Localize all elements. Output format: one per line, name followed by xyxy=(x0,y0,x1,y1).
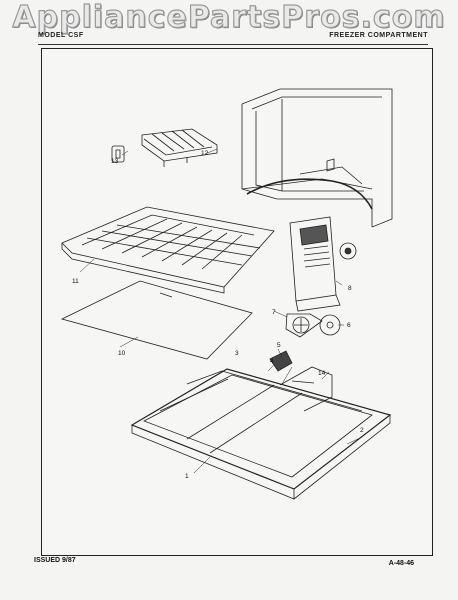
callout-13: 13 xyxy=(111,158,119,165)
cover-panel-illustration xyxy=(60,280,253,360)
freezer-liner-illustration xyxy=(130,366,392,500)
callout-1: 1 xyxy=(185,473,189,480)
callout-6: 6 xyxy=(347,322,351,329)
fan-assembly-illustration xyxy=(269,242,357,372)
header-rule xyxy=(38,44,428,45)
diagram-code: A-48-46 xyxy=(388,560,414,567)
exploded-parts-diagram xyxy=(60,88,393,500)
callout-14: 14 xyxy=(318,370,326,377)
evaporator-cover-illustration xyxy=(289,216,341,312)
callout-4: 4 xyxy=(270,358,274,365)
page-header: MODEL CSF FREEZER COMPARTMENT xyxy=(38,32,428,45)
cabinet-illustration xyxy=(241,88,393,228)
callout-12: 12 xyxy=(201,150,209,157)
header-model: MODEL CSF xyxy=(38,32,84,39)
callout-7: 7 xyxy=(272,309,276,316)
callout-3: 3 xyxy=(235,350,239,357)
wire-shelf-illustration xyxy=(61,206,275,294)
callout-10: 10 xyxy=(118,350,126,357)
callout-5: 5 xyxy=(277,342,281,349)
ice-bucket-illustration xyxy=(111,128,218,167)
callout-2: 2 xyxy=(360,427,364,434)
diagram-frame: 13 12 11 10 8 7 6 5 3 4 14 1 2 xyxy=(41,48,433,556)
header-section-title: FREEZER COMPARTMENT xyxy=(329,32,428,39)
watermark-logo: AppliancePartsPros.com xyxy=(12,0,446,36)
callout-8: 8 xyxy=(348,285,352,292)
issued-date: ISSUED 9/87 xyxy=(34,557,76,564)
callout-11: 11 xyxy=(72,278,79,285)
